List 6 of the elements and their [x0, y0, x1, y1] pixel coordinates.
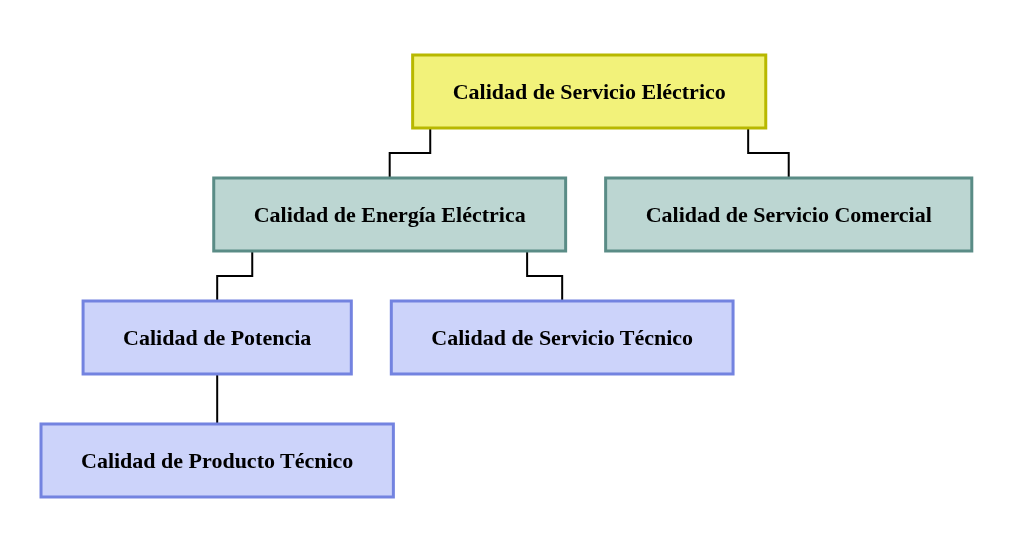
node-box: Calidad de Servicio Comercial — [604, 176, 974, 253]
node-box: Calidad de Servicio Técnico — [389, 299, 735, 376]
node-box: Calidad de Producto Técnico — [39, 422, 395, 499]
node-box: Calidad de Servicio Eléctrico — [411, 53, 768, 130]
node-box: Calidad de Potencia — [81, 299, 353, 376]
node-box: Calidad de Energía Eléctrica — [212, 176, 568, 253]
